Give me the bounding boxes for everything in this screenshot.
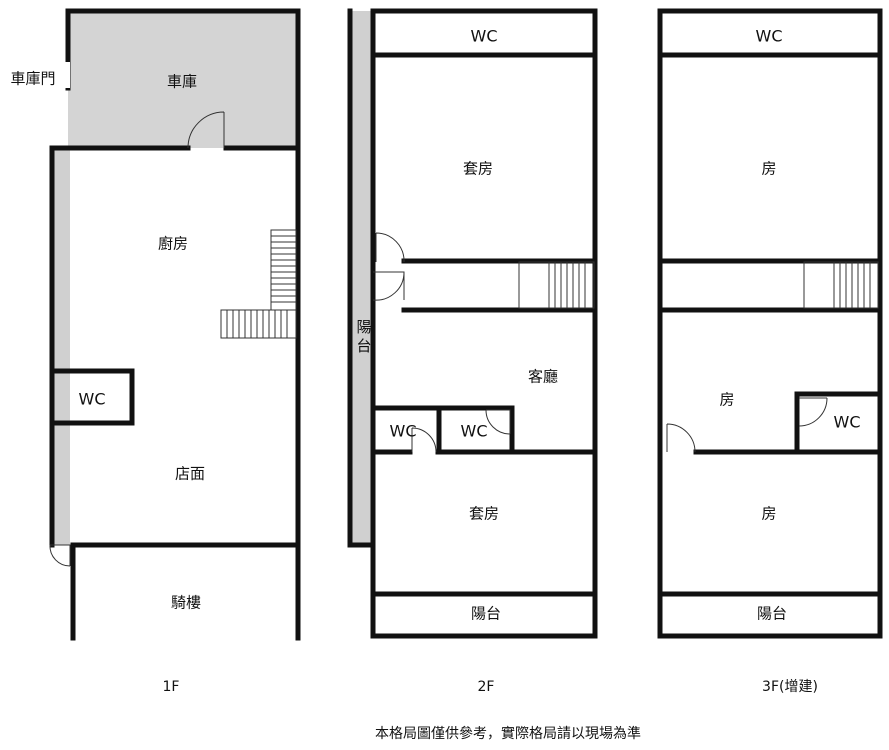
floor-label-1f: 1F — [163, 679, 180, 695]
room-top-label: 房 — [761, 160, 776, 178]
wc-label: WC — [79, 390, 106, 409]
kitchen-door — [187, 111, 225, 149]
wc-door-3f — [798, 397, 828, 427]
room-middle-label: 房 — [719, 391, 734, 409]
suite-bottom-label: 套房 — [469, 505, 499, 523]
wc-right-label-2f: WC — [461, 422, 488, 441]
wc-left-door — [411, 427, 437, 453]
wc-top-label-3f: WC — [756, 27, 783, 46]
shop-label: 店面 — [175, 465, 205, 483]
main-wall — [49, 145, 301, 548]
suite-door-2f — [375, 232, 405, 263]
arcade-door — [49, 544, 71, 567]
arcade-label: 騎樓 — [171, 594, 201, 612]
disclaimer-note: 本格局圖僅供參考，實際格局請以現場為準 — [375, 725, 641, 742]
corridor-door-2f — [372, 271, 405, 301]
side-balcony-wall — [347, 8, 376, 548]
outer-wall-2f — [370, 8, 598, 639]
kitchen-label: 廚房 — [158, 235, 188, 253]
balcony-bottom-label-2f: 陽台 — [471, 605, 501, 623]
wc-left-label-2f: WC — [390, 422, 417, 441]
floor-2f: WC 套房 陽台 客廳 WC WC 套房 陽台 — [347, 8, 598, 639]
side-balcony-area — [350, 11, 373, 545]
wc-top-label-2f: WC — [471, 27, 498, 46]
suite-top-label: 套房 — [463, 160, 493, 178]
floor-1f: 車庫門 車庫 廚房 WC 店面 騎樓 — [10, 8, 301, 641]
outer-wall-3f — [657, 8, 883, 639]
side-balcony-label: 陽台 — [355, 319, 373, 357]
room-door-3f — [666, 423, 696, 453]
floor-label-2f: 2F — [478, 679, 495, 695]
balcony-bottom-label-3f: 陽台 — [757, 605, 787, 623]
wc-3f-wall — [794, 391, 883, 455]
stairs-3f — [803, 261, 879, 309]
wc-boxes-top — [370, 405, 515, 455]
living-label: 客廳 — [528, 368, 558, 386]
floor-3f: WC 房 房 WC 房 陽台 — [657, 8, 883, 639]
wc-1f-wall — [49, 368, 135, 426]
garage-door-label: 車庫門 — [10, 70, 55, 88]
garage-area — [68, 11, 298, 148]
wc-right-door — [485, 409, 511, 435]
garage-label: 車庫 — [167, 73, 197, 91]
stairs-1f — [220, 229, 297, 339]
room-bottom-label: 房 — [761, 505, 776, 523]
stairs-2f — [518, 261, 595, 309]
floor-label-3f: 3F(增建) — [762, 679, 818, 695]
wc-middle-label-3f: WC — [834, 413, 861, 432]
side-corridor — [52, 150, 70, 545]
arcade-walls — [70, 542, 301, 641]
garage-wall — [65, 8, 301, 151]
garage-door-opening — [60, 62, 70, 88]
